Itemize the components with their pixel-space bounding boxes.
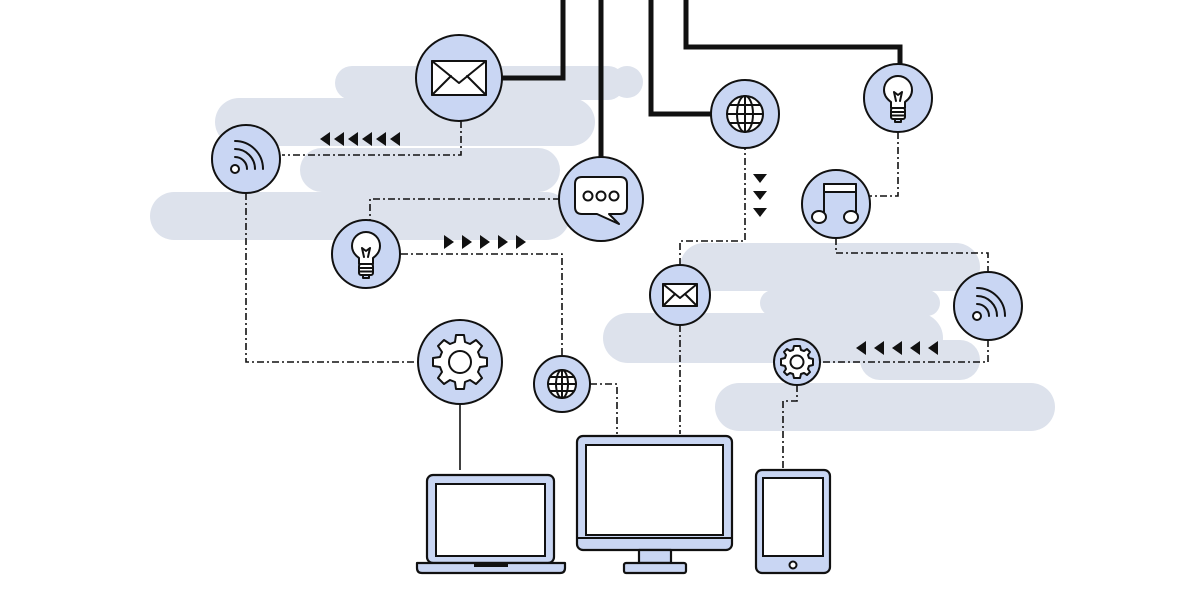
- tablet-icon: [754, 468, 832, 575]
- link-chat-bulb: [369, 198, 560, 220]
- desktop: [575, 434, 734, 575]
- top-cables: [500, 0, 903, 160]
- link-mail-wifi: [282, 121, 462, 156]
- wifi-icon: [230, 140, 264, 174]
- mail-mid-node: [649, 264, 711, 326]
- gear-icon: [780, 345, 814, 379]
- tablet: [754, 468, 832, 575]
- envelope-icon: [431, 60, 487, 96]
- gear-small-node: [773, 338, 821, 386]
- globe-top-node: [710, 79, 780, 149]
- wifi-right-node: [953, 271, 1023, 341]
- speech-bubble-icon: [574, 176, 628, 225]
- arrows-down: [753, 174, 767, 217]
- globe-small-node: [533, 355, 591, 413]
- lightbulb-icon: [883, 75, 913, 123]
- link-music-wifi: [835, 238, 989, 273]
- bulb-top-right-node: [863, 63, 933, 133]
- globe-icon: [547, 369, 577, 399]
- cable-to-mail: [500, 0, 566, 81]
- gear-icon: [432, 334, 488, 390]
- lightbulb-icon: [351, 231, 381, 279]
- bulb-left-node: [331, 219, 401, 289]
- wifi-left-node: [211, 124, 281, 194]
- cloud-right: [603, 243, 1055, 431]
- gear-large-node: [417, 319, 503, 405]
- link-gear-tablet: [782, 385, 798, 470]
- chat-node: [558, 156, 644, 242]
- link-wifi-gear-small: [820, 340, 989, 363]
- wifi-icon: [972, 287, 1006, 321]
- envelope-icon: [662, 283, 698, 307]
- arrows-left-top: [320, 132, 400, 146]
- link-bulb-music: [870, 132, 899, 197]
- link-wifi-gear: [245, 193, 418, 363]
- link-globe-desktop: [590, 383, 618, 434]
- music-node: [801, 169, 871, 239]
- background-clouds: [150, 66, 1055, 431]
- desktop-monitor-icon: [575, 434, 734, 575]
- cable-to-bulb: [683, 0, 903, 66]
- mail-top-node: [415, 34, 503, 122]
- arrows-left-right: [856, 341, 938, 355]
- music-note-icon: [811, 183, 859, 224]
- laptop-icon: [415, 473, 567, 575]
- cable-to-globe: [648, 0, 712, 117]
- arrows-right-mid: [444, 235, 526, 249]
- laptop: [415, 473, 567, 575]
- globe-icon: [726, 95, 764, 133]
- dashed-connections: [245, 121, 989, 470]
- cloud-left: [150, 66, 643, 240]
- link-bulb-globe: [401, 253, 563, 356]
- link-globe-mail: [679, 143, 746, 266]
